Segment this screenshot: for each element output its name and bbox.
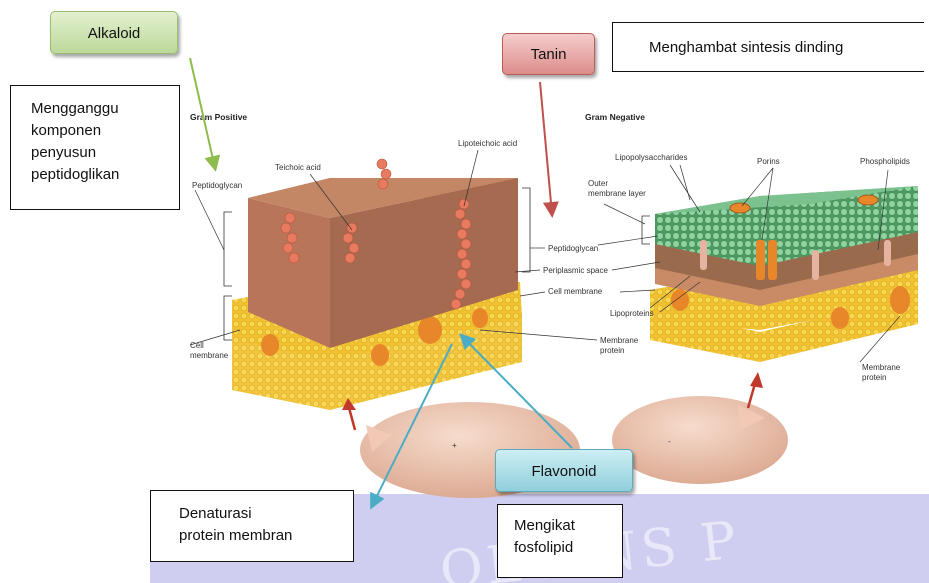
mengganggu-line-4: peptidoglikan (31, 164, 179, 186)
tanin-arrow (540, 82, 552, 214)
tanin-callout: Tanin (502, 33, 595, 75)
flavonoid-arrow-denaturasi (372, 344, 452, 506)
denaturasi-line-2: protein membran (179, 525, 353, 547)
alkaloid-label: Alkaloid (88, 25, 141, 42)
mengikat-line-2: fosfolipid (514, 537, 622, 559)
mengganggu-line-1: Mengganggu (31, 98, 179, 120)
flavonoid-label: Flavonoid (531, 463, 596, 480)
mengikat-box: Mengikat fosfolipid (497, 504, 623, 578)
mengikat-line-1: Mengikat (514, 515, 622, 537)
flavonoid-callout: Flavonoid (495, 449, 633, 492)
menghambat-text: Menghambat sintesis dinding (649, 39, 843, 56)
mengganggu-box: Mengganggu komponen penyusun peptidoglik… (10, 85, 180, 210)
alkaloid-callout: Alkaloid (50, 11, 178, 54)
denaturasi-line-1: Denaturasi (179, 503, 353, 525)
alkaloid-arrow (190, 58, 215, 168)
mengganggu-line-3: penyusun (31, 142, 179, 164)
tanin-label: Tanin (531, 46, 567, 63)
menghambat-box: Menghambat sintesis dinding (612, 22, 924, 72)
mengganggu-line-2: komponen (31, 120, 179, 142)
flavonoid-arrow-membrane (462, 336, 572, 448)
denaturasi-box: Denaturasi protein membran (150, 490, 354, 562)
